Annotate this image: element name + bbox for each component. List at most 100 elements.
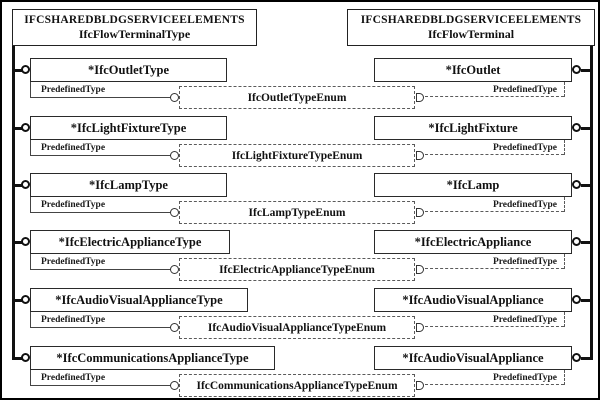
entity-supertype-name: IfcFlowTerminalType xyxy=(78,27,191,42)
attribute-label: PredefinedType xyxy=(41,143,106,153)
right-supertype-bus-line xyxy=(590,46,593,360)
right-connector-line xyxy=(581,183,592,187)
enum-connector-circle-icon xyxy=(170,265,179,274)
entity-box-type: *IfcOutletType xyxy=(30,58,227,82)
dashed-attribute-line xyxy=(425,383,564,385)
attribute-line xyxy=(30,96,171,98)
attribute-line xyxy=(30,154,171,156)
right-connector-circle-icon xyxy=(572,123,581,132)
attribute-label: PredefinedType xyxy=(492,200,557,210)
dashed-attribute-line-vertical xyxy=(564,254,565,269)
enum-label: IfcOutletTypeEnum xyxy=(247,91,347,104)
left-connector-circle-icon xyxy=(21,65,30,74)
enum-type-box: IfcAudioVisualApplianceTypeEnum xyxy=(179,316,415,339)
attribute-label: PredefinedType xyxy=(41,200,106,210)
right-connector-line xyxy=(581,240,592,244)
dashed-attribute-line xyxy=(425,325,564,327)
diagram-row: *IfcOutletType PredefinedType IfcOutletT… xyxy=(2,58,598,110)
attribute-line xyxy=(30,326,171,328)
right-connector-circle-icon xyxy=(572,180,581,189)
attribute-label: PredefinedType xyxy=(492,373,557,383)
enum-label: IfcLampTypeEnum xyxy=(248,206,346,219)
enum-type-box: IfcLampTypeEnum xyxy=(179,201,415,224)
entity-label: *IfcAudioVisualAppliance xyxy=(402,350,544,365)
entity-box-occurrence: *IfcElectricAppliance xyxy=(374,230,572,254)
entity-label: *IfcAudioVisualAppliance xyxy=(402,292,544,307)
attribute-line-vertical xyxy=(30,370,32,385)
left-connector-line xyxy=(13,356,22,360)
enum-connector-circle-icon xyxy=(170,208,179,217)
attribute-line-vertical xyxy=(30,82,32,97)
entity-label: *IfcOutlet xyxy=(445,62,501,77)
entity-box-type: *IfcLightFixtureType xyxy=(30,116,227,140)
enum-type-box: IfcOutletTypeEnum xyxy=(179,86,415,109)
right-connector-line xyxy=(581,68,592,72)
attribute-line xyxy=(30,211,171,213)
enum-connector-circle-icon xyxy=(170,323,179,332)
attribute-line-vertical xyxy=(30,254,32,269)
dashed-attribute-line-vertical xyxy=(564,82,565,97)
right-connector-circle-icon xyxy=(572,65,581,74)
left-connector-line xyxy=(13,240,22,244)
left-supertype-bus-line xyxy=(12,46,15,360)
attribute-line-vertical xyxy=(30,197,32,212)
attribute-line xyxy=(30,268,171,270)
diagram-row: *IfcLampType PredefinedType IfcLampTypeE… xyxy=(2,173,598,225)
left-connector-line xyxy=(13,183,22,187)
entity-box-type: *IfcCommunicationsApplianceType xyxy=(30,346,275,370)
enum-connector-halfcircle-icon xyxy=(416,381,424,390)
entity-box-type: *IfcElectricApplianceType xyxy=(30,230,230,254)
attribute-line xyxy=(30,384,171,386)
enum-connector-halfcircle-icon xyxy=(416,323,424,332)
attribute-label: PredefinedType xyxy=(41,373,106,383)
entity-box-occurrence: *IfcLightFixture xyxy=(374,116,572,140)
enum-type-box: IfcElectricApplianceTypeEnum xyxy=(179,258,415,281)
attribute-line-vertical xyxy=(30,312,32,327)
entity-label: *IfcOutletType xyxy=(87,62,169,77)
schema-name: IFCSHAREDBLDGSERVICEELEMENTS xyxy=(24,13,245,26)
schema-header-right: IFCSHAREDBLDGSERVICEELEMENTS IfcFlowTerm… xyxy=(347,9,595,46)
enum-label: IfcCommunicationsApplianceTypeEnum xyxy=(196,379,398,392)
left-connector-circle-icon xyxy=(21,180,30,189)
dashed-attribute-line xyxy=(425,210,564,212)
diagram-row: *IfcCommunicationsApplianceType Predefin… xyxy=(2,346,598,398)
left-connector-circle-icon xyxy=(21,353,30,362)
dashed-attribute-line-vertical xyxy=(564,312,565,327)
left-connector-line xyxy=(13,68,22,72)
entity-label: *IfcElectricAppliance xyxy=(414,234,532,249)
entity-label: *IfcLamp xyxy=(446,177,500,192)
entity-label: *IfcAudioVisualApplianceType xyxy=(55,292,223,307)
enum-type-box: IfcCommunicationsApplianceTypeEnum xyxy=(179,374,415,397)
entity-box-occurrence: *IfcLamp xyxy=(374,173,572,197)
attribute-line-vertical xyxy=(30,140,32,155)
entity-label: *IfcLightFixtureType xyxy=(70,120,187,135)
attribute-label: PredefinedType xyxy=(492,257,557,267)
left-connector-circle-icon xyxy=(21,237,30,246)
left-connector-line xyxy=(13,126,22,130)
enum-label: IfcAudioVisualApplianceTypeEnum xyxy=(207,321,387,334)
entity-label: *IfcLampType xyxy=(89,177,168,192)
enum-label: IfcLightFixtureTypeEnum xyxy=(231,149,363,162)
left-connector-line xyxy=(13,298,22,302)
schema-name: IFCSHAREDBLDGSERVICEELEMENTS xyxy=(360,13,582,26)
entity-box-occurrence: *IfcAudioVisualAppliance xyxy=(374,288,572,312)
dashed-attribute-line xyxy=(425,95,564,97)
right-connector-line xyxy=(581,298,592,302)
enum-connector-circle-icon xyxy=(170,151,179,160)
left-connector-circle-icon xyxy=(21,123,30,132)
entity-label: *IfcLightFixture xyxy=(428,120,518,135)
enum-connector-halfcircle-icon xyxy=(416,265,424,274)
entity-box-occurrence: *IfcAudioVisualAppliance xyxy=(374,346,572,370)
right-connector-circle-icon xyxy=(572,353,581,362)
attribute-label: PredefinedType xyxy=(41,85,106,95)
attribute-label: PredefinedType xyxy=(492,143,557,153)
diagram-row: *IfcElectricApplianceType PredefinedType… xyxy=(2,230,598,282)
left-connector-circle-icon xyxy=(21,295,30,304)
dashed-attribute-line-vertical xyxy=(564,197,565,212)
attribute-label: PredefinedType xyxy=(492,315,557,325)
diagram-row: *IfcAudioVisualApplianceType PredefinedT… xyxy=(2,288,598,340)
right-connector-circle-icon xyxy=(572,237,581,246)
entity-label: *IfcElectricApplianceType xyxy=(58,234,202,249)
enum-label: IfcElectricApplianceTypeEnum xyxy=(219,263,375,276)
